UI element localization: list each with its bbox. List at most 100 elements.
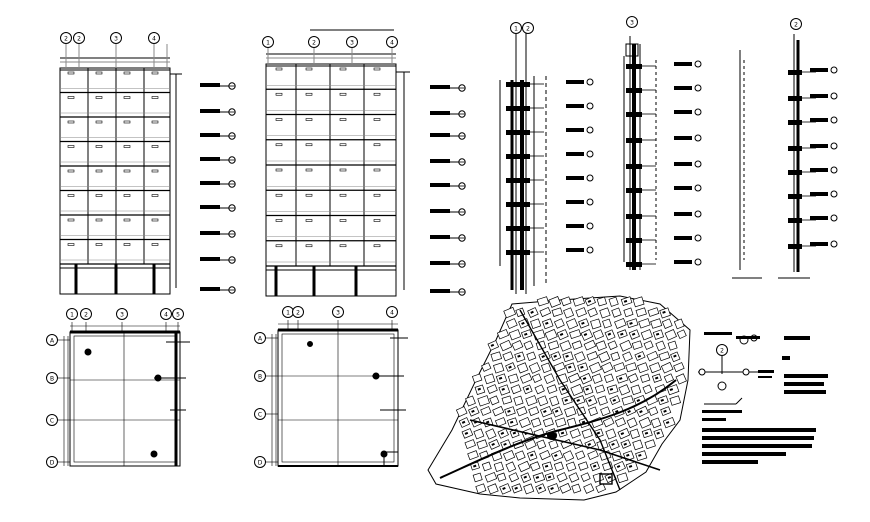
grid-bubble-label: 1 bbox=[514, 26, 518, 33]
slab-tag bbox=[674, 110, 692, 114]
grid-bubble-label: 2 bbox=[296, 310, 300, 317]
grid-bubble-plan1-row: B bbox=[46, 372, 58, 384]
city-block bbox=[476, 439, 488, 450]
building-footprint bbox=[615, 410, 619, 414]
window-mark bbox=[305, 143, 313, 147]
city-block bbox=[621, 395, 634, 406]
building-footprint bbox=[550, 487, 554, 490]
grid-bubble-label: 2 bbox=[794, 22, 798, 29]
elevation-2-callout-tags bbox=[430, 84, 466, 296]
grid-bubble-label: D bbox=[258, 460, 263, 467]
grid-bubble-legend: 2 bbox=[716, 344, 728, 356]
city-block bbox=[543, 373, 555, 385]
building-footprint bbox=[654, 376, 659, 380]
slab bbox=[506, 130, 530, 135]
window-mark bbox=[373, 193, 381, 197]
grid-bubble-label: B bbox=[50, 376, 54, 383]
grid-bubble-circle bbox=[148, 32, 160, 44]
building-footprint bbox=[490, 343, 495, 347]
grid-bubble-plan2-col: 2 bbox=[292, 306, 304, 318]
city-block bbox=[548, 439, 559, 450]
building-footprint bbox=[500, 431, 505, 435]
grid-bubble-circle bbox=[292, 306, 304, 318]
slab-bubble bbox=[694, 108, 702, 116]
city-block bbox=[502, 450, 516, 462]
window-mark bbox=[305, 118, 313, 121]
slab-bubble bbox=[830, 240, 838, 248]
city-block bbox=[597, 395, 608, 406]
grid-bubble-circle bbox=[172, 308, 184, 320]
grid-bubble-circle bbox=[46, 372, 58, 384]
city-block bbox=[523, 483, 535, 495]
city-block bbox=[473, 428, 485, 440]
building-footprint bbox=[554, 409, 559, 413]
city-block bbox=[496, 472, 507, 482]
legend-notes-block bbox=[698, 332, 828, 464]
city-block bbox=[664, 329, 677, 341]
city-block bbox=[553, 361, 566, 373]
callout-bar bbox=[200, 231, 220, 235]
city-block bbox=[676, 329, 687, 340]
grid-bubble-circle bbox=[80, 308, 92, 320]
grid-bubble-circle bbox=[116, 308, 128, 320]
city-block bbox=[531, 373, 542, 383]
grid-bubble-label: 4 bbox=[390, 40, 394, 47]
city-block bbox=[548, 296, 562, 308]
grid-bubble-plan1-row: A bbox=[46, 334, 58, 346]
grid-bubble-label: 2 bbox=[720, 348, 724, 355]
grid-bubble-label: 3 bbox=[120, 312, 124, 319]
grid-bubble-circle bbox=[386, 306, 398, 318]
building-footprint bbox=[568, 365, 572, 369]
window-mark bbox=[339, 244, 347, 248]
grid-bubble-circle bbox=[254, 456, 266, 468]
city-block bbox=[559, 482, 572, 494]
building-footprint bbox=[663, 409, 667, 413]
city-block bbox=[559, 340, 572, 352]
window-mark bbox=[67, 120, 75, 124]
grid-bubble-circle bbox=[332, 306, 344, 318]
city-block bbox=[675, 373, 687, 385]
city-block bbox=[542, 417, 554, 428]
slab-bubble bbox=[586, 198, 594, 206]
building-footprint bbox=[530, 453, 534, 457]
slab-tag bbox=[566, 224, 584, 228]
building-footprint bbox=[585, 387, 589, 391]
slab-bubble bbox=[830, 214, 838, 222]
city-block bbox=[571, 483, 582, 494]
grid-bubble-plan2-col: 1 bbox=[282, 306, 294, 318]
city-block bbox=[467, 450, 479, 461]
building-footprint bbox=[521, 321, 525, 325]
building-footprint bbox=[638, 453, 642, 457]
slab-tag bbox=[810, 216, 828, 220]
city-block bbox=[599, 307, 611, 319]
city-block bbox=[508, 472, 520, 483]
grid-bubble-elev2: 1 bbox=[262, 36, 274, 48]
callout-bar bbox=[430, 111, 450, 115]
grid-bubble-plan2-row: C bbox=[254, 408, 266, 420]
city-block bbox=[575, 450, 586, 460]
building-footprint bbox=[623, 299, 628, 303]
city-block bbox=[501, 395, 513, 405]
slab-tag bbox=[810, 242, 828, 246]
building-footprint bbox=[512, 431, 517, 435]
window-mark bbox=[305, 92, 313, 96]
city-block bbox=[642, 384, 653, 395]
window-mark bbox=[95, 96, 103, 99]
window-mark bbox=[305, 219, 313, 222]
city-block bbox=[511, 340, 524, 351]
city-block bbox=[471, 373, 483, 384]
building-footprint bbox=[471, 409, 475, 413]
slab-tag bbox=[566, 152, 584, 156]
slab bbox=[506, 202, 530, 207]
grid-bubble-label: 5 bbox=[176, 312, 180, 319]
slab-tag bbox=[674, 86, 692, 90]
slab-bubble bbox=[694, 84, 702, 92]
city-block bbox=[648, 406, 659, 417]
slab bbox=[506, 226, 530, 231]
window-mark bbox=[339, 193, 347, 197]
window-mark bbox=[373, 92, 381, 96]
grid-bubble-circle bbox=[254, 408, 266, 420]
building-footprint bbox=[545, 321, 549, 325]
grid-bubble-circle bbox=[308, 36, 320, 48]
